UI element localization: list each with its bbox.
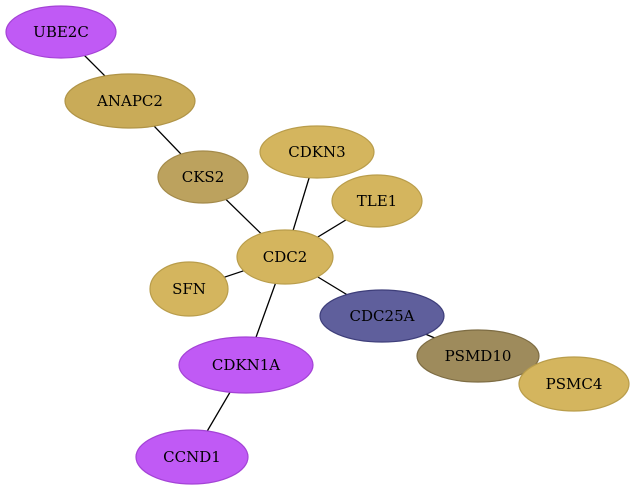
node-ellipse	[64, 73, 196, 129]
node-ellipse	[331, 174, 423, 228]
node-psmd10[interactable]: PSMD10	[416, 329, 540, 383]
node-ellipse	[416, 329, 540, 383]
node-sfn[interactable]: SFN	[149, 261, 229, 317]
node-label: TLE1	[357, 192, 397, 210]
node-label: CDKN3	[288, 143, 345, 161]
node-ellipse	[518, 356, 630, 412]
node-cdc2[interactable]: CDC2	[236, 229, 334, 285]
node-psmc4[interactable]: PSMC4	[518, 356, 630, 412]
node-cdkn1a[interactable]: CDKN1A	[178, 336, 314, 394]
node-label: CDC25A	[350, 307, 415, 325]
node-ellipse	[259, 125, 375, 179]
node-label: CDC2	[263, 248, 308, 266]
node-label: PSMC4	[546, 375, 603, 393]
node-ccnd1[interactable]: CCND1	[135, 429, 249, 485]
node-cks2[interactable]: CKS2	[157, 150, 249, 204]
node-tle1[interactable]: TLE1	[331, 174, 423, 228]
node-label: CKS2	[182, 168, 225, 186]
node-ellipse	[178, 336, 314, 394]
node-cdc25a[interactable]: CDC25A	[319, 289, 445, 343]
node-cdkn3[interactable]: CDKN3	[259, 125, 375, 179]
node-label: UBE2C	[33, 23, 89, 41]
node-ellipse	[149, 261, 229, 317]
node-ellipse	[135, 429, 249, 485]
node-label: CCND1	[163, 448, 221, 466]
node-label: ANAPC2	[96, 92, 163, 110]
node-ube2c[interactable]: UBE2C	[5, 5, 117, 59]
node-label: PSMD10	[445, 347, 512, 365]
node-ellipse	[236, 229, 334, 285]
node-ellipse	[319, 289, 445, 343]
node-ellipse	[157, 150, 249, 204]
node-label: CDKN1A	[212, 356, 280, 374]
node-label: SFN	[172, 280, 206, 298]
node-ellipse	[5, 5, 117, 59]
node-anapc2[interactable]: ANAPC2	[64, 73, 196, 129]
